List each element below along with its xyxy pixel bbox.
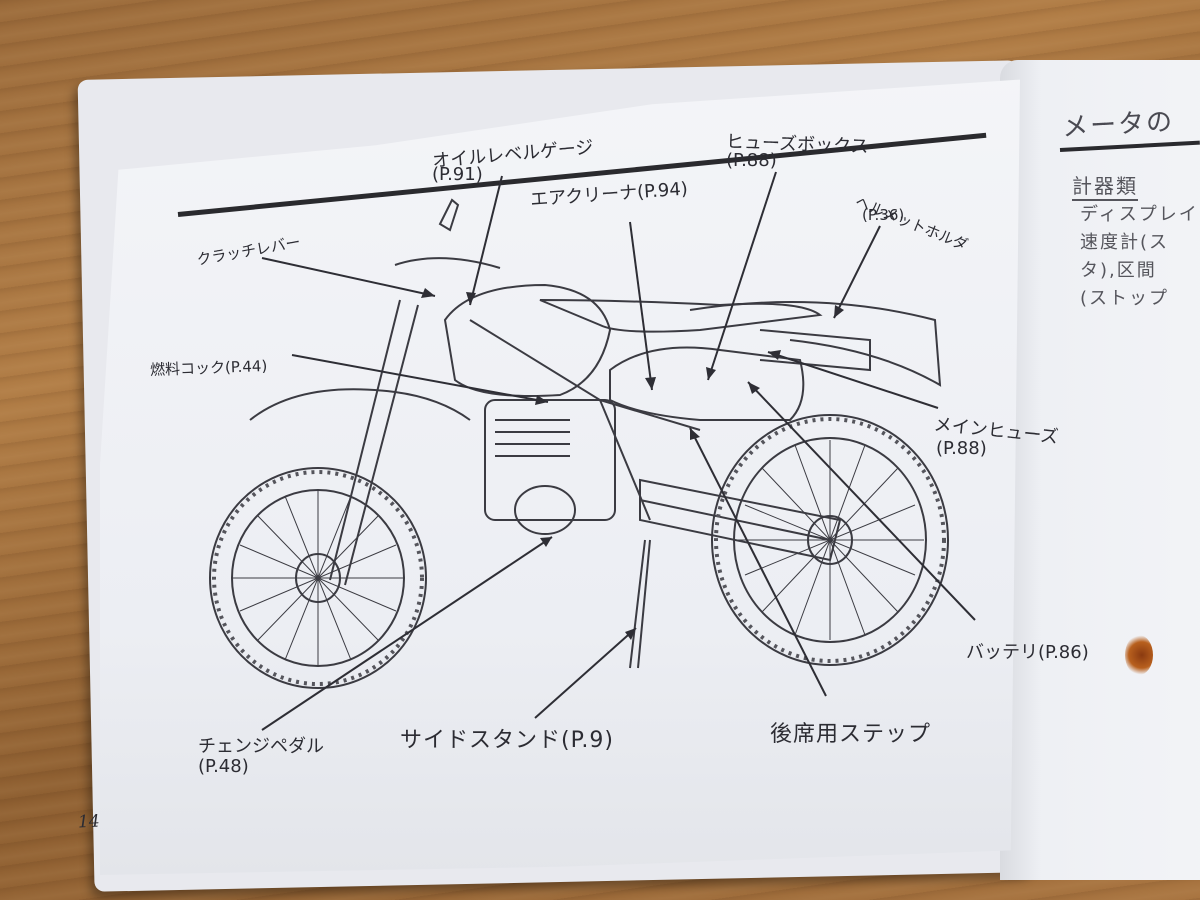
leader-change-pedal <box>261 536 553 731</box>
label-rear-step: 後席用ステップ <box>770 722 932 747</box>
rust-stain <box>1125 635 1153 675</box>
right-page <box>1000 60 1200 880</box>
leader-clutch-lever <box>261 257 436 297</box>
cylinder-fins <box>495 419 570 457</box>
label-side-stand: サイドスタンド(P.9) <box>400 728 614 753</box>
frame <box>469 319 831 541</box>
label-oil-level-gauge-page: (P.91) <box>432 164 483 185</box>
rear-fender <box>689 301 942 387</box>
right-page-title: メータの <box>1061 107 1175 143</box>
leader-oil-gauge <box>469 175 503 306</box>
side-cover <box>609 346 805 421</box>
leader-rear-step <box>689 427 827 697</box>
leader-fuse-box <box>707 171 777 381</box>
front-fork <box>329 299 419 586</box>
label-change-pedal: チェンジペダル <box>198 736 324 757</box>
leader-main-fuse <box>767 351 939 409</box>
rear-wheel <box>711 414 949 666</box>
leader-battery <box>747 381 976 621</box>
leader-side-stand <box>534 627 637 719</box>
label-fuel-cock: 燃料コック(P.44) <box>149 356 268 380</box>
front-wheel <box>209 467 427 689</box>
leader-air-cleaner <box>629 221 653 391</box>
handlebar <box>394 257 501 269</box>
leader-helmet-holder <box>833 225 881 319</box>
right-page-section: 計器類 <box>1072 170 1138 201</box>
side-stand <box>629 539 651 669</box>
seat <box>539 299 823 333</box>
leader-fuel-cock <box>291 354 549 403</box>
engine-block <box>484 399 616 521</box>
rear-spokes <box>736 440 924 640</box>
engine-case <box>514 485 576 535</box>
right-page-line-3: タ),区間 <box>1080 260 1157 281</box>
right-page-line-1: ディスプレイ <box>1080 204 1199 225</box>
front-fender <box>249 388 471 421</box>
page-number: 14 <box>77 811 101 833</box>
front-spokes <box>232 490 404 666</box>
right-page-line-4: (ストップ <box>1080 288 1170 309</box>
label-change-pedal-page: (P.48) <box>198 756 249 777</box>
label-helmet-holder-page: (P.36) <box>862 206 905 224</box>
label-battery: バッテリ(P.86) <box>966 642 1089 663</box>
mirror <box>438 198 460 232</box>
label-fuse-box-page: (P.88) <box>726 150 777 171</box>
left-page <box>100 79 1020 875</box>
exhaust <box>759 329 871 372</box>
label-main-fuse-page: (P.88) <box>936 438 987 459</box>
right-page-line-2: 速度計(ス <box>1080 232 1170 253</box>
